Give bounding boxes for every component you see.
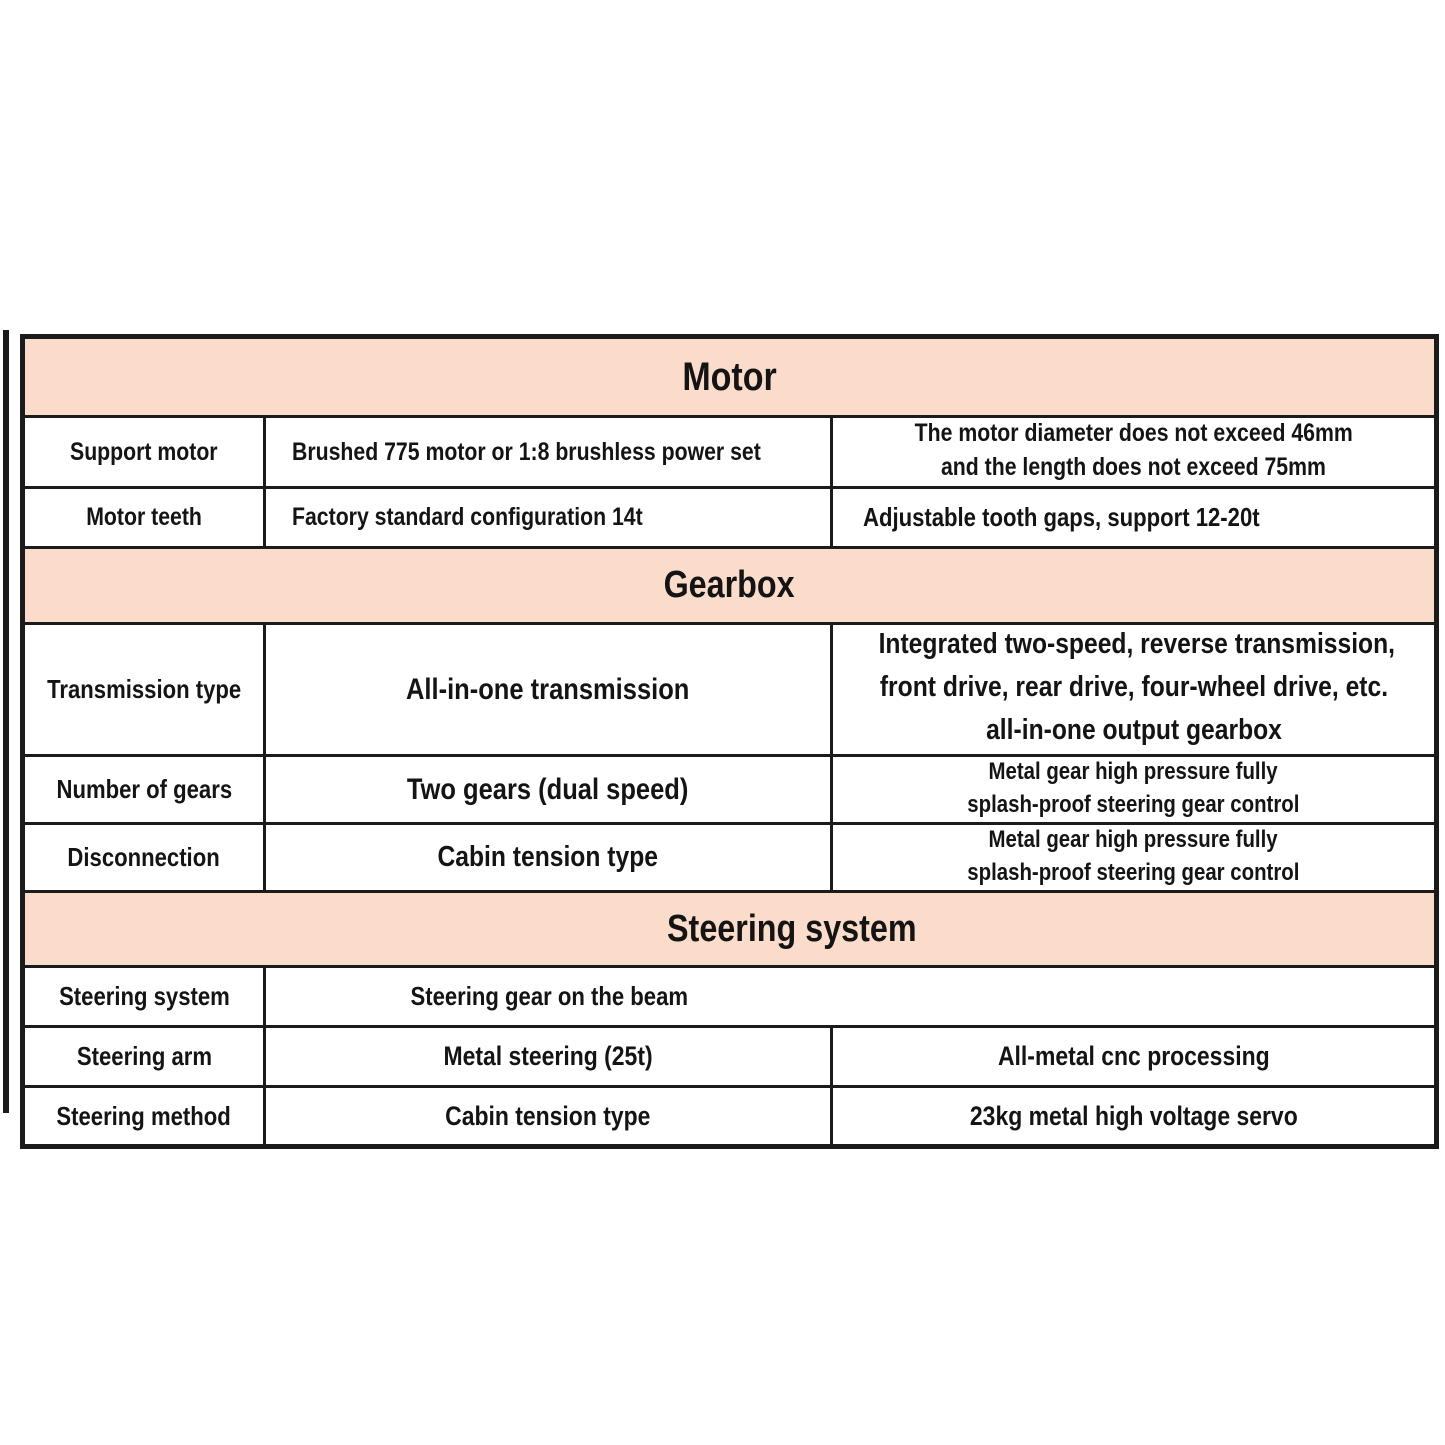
table-row-support-motor: Support motor Brushed 775 motor or 1:8 b… [21,415,1439,489]
spec-label-cell: Disconnection [21,822,266,893]
spec-detail-line: and the length does not exceed 75mm [941,453,1326,481]
left-crop-rule [3,330,9,1113]
spec-detail-cell: Adjustable tooth gaps, support 12-20t [829,486,1439,549]
spec-label: Number of gears [56,774,232,804]
spec-detail-cell: Metal gear high pressure fully splash-pr… [829,822,1439,893]
spec-detail-line: all-in-one output gearbox [985,714,1282,746]
spec-value-cell: Cabin tension type [263,1085,833,1148]
spec-detail-line: 23kg metal high voltage servo [969,1100,1298,1131]
section-title: Gearbox [663,564,796,606]
spec-detail-line: Integrated two-speed, reverse transmissi… [878,628,1396,660]
spec-table: Motor Support motor Brushed 775 motor or… [20,334,1440,1149]
spec-detail-cell: Integrated two-speed, reverse transmissi… [829,622,1439,757]
section-header-steering-system: Steering system [20,890,1439,968]
spec-label: Steering arm [76,1041,212,1071]
spec-label-cell: Motor teeth [21,486,266,549]
spec-detail-line: All-metal cnc processing [997,1041,1270,1071]
spec-label-cell: Transmission type [21,622,266,757]
spec-label-cell: Support motor [21,415,266,489]
spec-value-cell: Metal steering (25t) [263,1025,833,1088]
spec-value: Factory standard configuration 14t [292,503,643,531]
section-title-cell: Gearbox [20,546,1439,625]
spec-detail-line: front drive, rear drive, four-wheel driv… [879,671,1388,703]
spec-detail-line: splash-proof steering gear control [967,858,1300,886]
spec-detail-cell: The motor diameter does not exceed 46mm … [829,415,1439,489]
spec-label-cell: Steering arm [21,1025,266,1088]
spec-value-cell: Cabin tension type [263,822,833,893]
section-title: Motor [682,354,777,399]
section-header-motor: Motor [20,335,1439,418]
spec-detail-cell: 23kg metal high voltage servo [829,1085,1439,1148]
spec-detail-line: Metal gear high pressure fully [988,758,1279,785]
spec-value-cell: Steering gear on the beam [262,965,1439,1028]
spec-value: All-in-one transmission [406,672,690,706]
table-row-number-of-gears: Number of gears Two gears (dual speed) M… [21,754,1439,825]
spec-value: Metal steering (25t) [443,1041,653,1071]
spec-label: Transmission type [46,674,242,704]
spec-label-cell: Number of gears [21,754,266,825]
spec-detail-cell: Metal gear high pressure fully splash-pr… [829,754,1439,825]
section-title-cell: Steering system [20,890,1439,968]
table-row-disconnection: Disconnection Cabin tension type Metal g… [21,822,1439,893]
table-row-steering-system: Steering system Steering gear on the bea… [21,965,1439,1028]
section-header-gearbox: Gearbox [20,546,1439,625]
spec-label: Support motor [70,437,218,466]
spec-value: Cabin tension type [437,841,659,873]
spec-label: Motor teeth [86,503,202,531]
spec-detail-line: Metal gear high pressure fully [988,826,1279,853]
spec-detail-line: Adjustable tooth gaps, support 12-20t [863,502,1260,532]
section-title-cell: Motor [20,335,1439,418]
spec-value-cell: Brushed 775 motor or 1:8 brushless power… [263,415,833,489]
spec-label-cell: Steering system [21,965,266,1028]
table-row-transmission-type: Transmission type All-in-one transmissio… [21,622,1439,757]
table-row-motor-teeth: Motor teeth Factory standard configurati… [21,486,1439,549]
spec-value: Steering gear on the beam [410,981,689,1011]
spec-label: Steering system [58,981,230,1011]
spec-label-cell: Steering method [21,1085,266,1148]
table-row-steering-arm: Steering arm Metal steering (25t) All-me… [21,1025,1439,1088]
spec-value-cell: All-in-one transmission [263,622,833,757]
spec-detail-line: splash-proof steering gear control [967,790,1300,818]
spec-value-cell: Factory standard configuration 14t [263,486,833,549]
spec-value: Cabin tension type [445,1100,651,1131]
section-title: Steering system [666,907,917,950]
spec-label: Disconnection [67,842,221,872]
spec-label: Steering method [56,1100,232,1131]
spec-value-cell: Two gears (dual speed) [263,754,833,825]
spec-value: Two gears (dual speed) [407,772,689,806]
table-row-steering-method: Steering method Cabin tension type 23kg … [21,1085,1439,1148]
spec-value: Brushed 775 motor or 1:8 brushless power… [292,437,761,466]
spec-detail-line: The motor diameter does not exceed 46mm [914,419,1353,447]
spec-detail-cell: All-metal cnc processing [829,1025,1439,1088]
